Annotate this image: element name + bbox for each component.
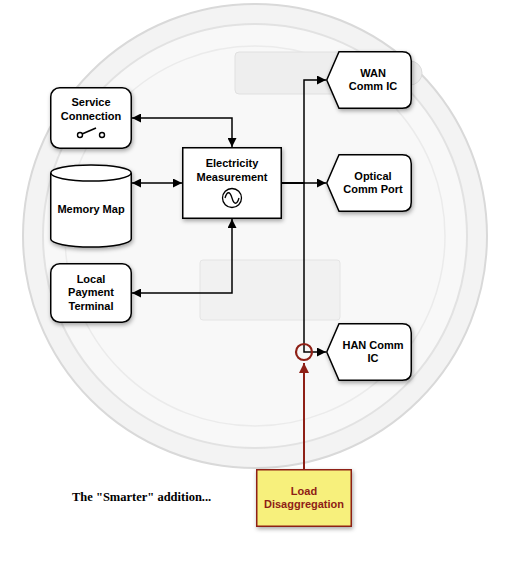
connector-arrow [282, 80, 326, 183]
switch-blade [82, 128, 96, 134]
rounded-outline [51, 88, 132, 149]
tap-circle [296, 344, 312, 360]
comm-tag: Optical Comm Port [326, 154, 412, 212]
node-content: Load Disaggregation [256, 469, 352, 527]
meter-housing [23, 4, 487, 468]
cylinder-rim [51, 173, 132, 181]
comm-tag: WAN Comm IC [326, 51, 412, 109]
cylinder-body [51, 165, 132, 247]
node-content: Local Payment Terminal [50, 263, 132, 323]
node-label: Load Disaggregation [262, 485, 346, 511]
addition-box: Load Disaggregation [256, 469, 352, 527]
sine-symbol [221, 187, 243, 209]
memory-cylinder: Memory Map [50, 165, 132, 247]
tag-outline [327, 52, 412, 109]
node-content: Memory Map [50, 165, 132, 247]
node-content: Electricity Measurement [182, 147, 282, 219]
node-label: WAN Comm IC [342, 67, 404, 93]
node-label: Local Payment Terminal [56, 273, 126, 313]
meter-nameplate [200, 260, 340, 320]
node-label: Optical Comm Port [342, 170, 404, 196]
node-content: Service Connection [50, 87, 132, 149]
node-label: Electricity Measurement [190, 157, 274, 183]
connector-group [132, 80, 326, 352]
node-content: WAN Comm IC [326, 51, 412, 109]
tap-leader [303, 363, 305, 469]
comm-tag: HAN Comm IC [326, 323, 412, 381]
tap-group [296, 344, 312, 469]
measurement-box: Electricity Measurement [182, 147, 282, 219]
switch-contact [100, 132, 105, 137]
rounded-outline [51, 264, 132, 323]
node-label: Service Connection [56, 96, 126, 122]
sine-wave [225, 192, 239, 203]
caption-note: The "Smarter" addition... [72, 490, 211, 505]
node-label: Memory Map [57, 203, 124, 216]
box-outline [257, 470, 352, 527]
switch-symbol [75, 126, 107, 140]
connector-arrow [132, 182, 182, 184]
connector-arrow [282, 183, 326, 352]
sine-ring [223, 188, 242, 207]
node-label: HAN Comm IC [342, 339, 404, 365]
box-outline [183, 148, 282, 219]
meter-cover [43, 24, 467, 448]
node-content: Optical Comm Port [326, 154, 412, 212]
node-content: HAN Comm IC [326, 323, 412, 381]
tag-outline [327, 155, 412, 212]
service-box: Service Connection [50, 87, 132, 149]
connector-arrow [132, 219, 232, 293]
tag-outline [327, 324, 412, 381]
terminal-box: Local Payment Terminal [50, 263, 132, 323]
connector-arrow [132, 118, 232, 147]
